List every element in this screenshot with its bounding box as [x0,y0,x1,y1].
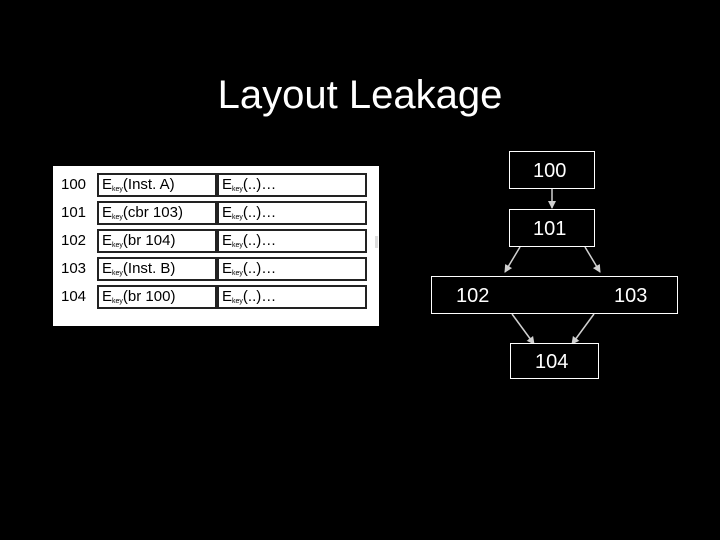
cfg-node-102: 102 [456,285,490,307]
encrypted-next-cell: Ekey(..)… [217,229,367,253]
stray-mark [375,236,378,248]
encrypted-next-cell: Ekey(..)… [217,285,367,309]
encrypted-instruction-cell: Ekey(Inst. A) [97,173,217,197]
encrypted-next-cell: Ekey(..)… [217,201,367,225]
table-row: 100 Ekey(Inst. A) Ekey(..)… [53,171,379,199]
row-address: 102 [61,232,87,249]
edge-102-104 [511,313,535,345]
cfg-node-101: 101 [509,209,595,247]
row-address: 104 [61,288,87,305]
encrypted-instruction-cell: Ekey(br 104) [97,229,217,253]
encrypted-next-cell: Ekey(..)… [217,173,367,197]
encrypted-next-cell: Ekey(..)… [217,257,367,281]
row-address: 100 [61,176,87,193]
cfg-node-100: 100 [509,151,595,189]
edge-101-103 [584,246,601,273]
cfg-node-103: 103 [614,285,648,307]
encrypted-instruction-cell: Ekey(Inst. B) [97,257,217,281]
table-row: 101 Ekey(cbr 103) Ekey(..)… [53,199,379,227]
edge-101-102 [504,246,521,273]
edge-103-104 [571,313,595,345]
cfg-node-104: 104 [510,343,599,379]
cfg-node-102-103-band: 102 103 [431,276,678,314]
table-row: 102 Ekey(br 104) Ekey(..)… [53,227,379,255]
encrypted-instruction-cell: Ekey(br 100) [97,285,217,309]
row-address: 103 [61,260,87,277]
table-row: 103 Ekey(Inst. B) Ekey(..)… [53,255,379,283]
table-row: 104 Ekey(br 100) Ekey(..)… [53,283,379,311]
row-address: 101 [61,204,87,221]
slide-title: Layout Leakage [217,73,503,117]
memory-table: 100 Ekey(Inst. A) Ekey(..)… 101 Ekey(cbr… [53,166,379,326]
encrypted-instruction-cell: Ekey(cbr 103) [97,201,217,225]
